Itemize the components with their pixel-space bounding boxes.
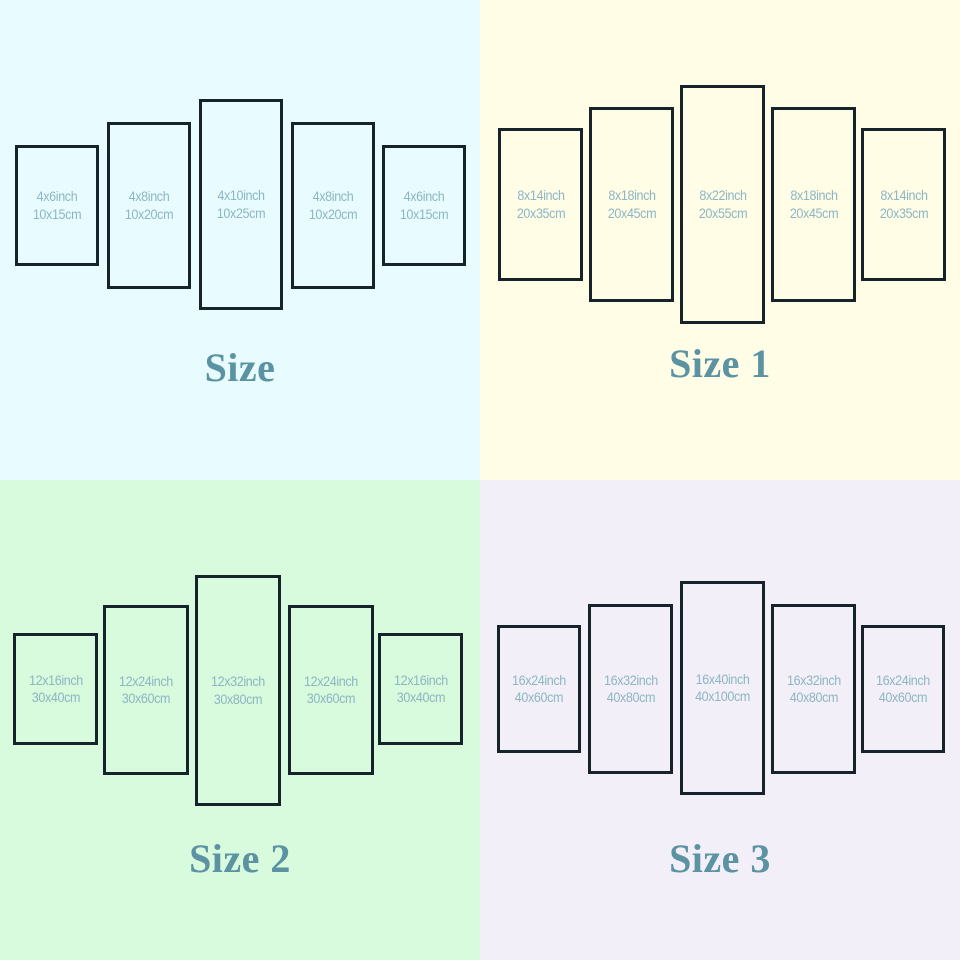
frame-size-cm: 30x60cm bbox=[121, 691, 171, 706]
frame-size-inch: 12x16inch bbox=[393, 672, 448, 688]
frame-size-cm: 10x15cm bbox=[32, 206, 82, 222]
frame-size-label: 12x16inch 30x40cm bbox=[394, 672, 448, 707]
frame-size-inch: 16x32inch bbox=[786, 672, 841, 688]
frame-size-inch: 8x18inch bbox=[607, 188, 656, 204]
frame-size-inch: 16x40inch bbox=[695, 671, 750, 687]
canvas-panel-frame[interactable]: 16x40inch 40x100cm bbox=[680, 581, 765, 795]
canvas-panel-frame[interactable]: 16x32inch 40x80cm bbox=[588, 604, 673, 774]
frame-size-cm: 40x100cm bbox=[695, 689, 750, 704]
canvas-panel-frame[interactable]: 16x24inch 40x60cm bbox=[497, 625, 581, 753]
frame-size-cm: 30x80cm bbox=[213, 691, 263, 707]
frame-size-cm: 40x60cm bbox=[878, 690, 928, 705]
frame-size-label: 12x16inch 30x40cm bbox=[29, 672, 83, 707]
frame-size-cm: 40x80cm bbox=[606, 690, 655, 705]
panel-title: Size bbox=[204, 345, 276, 390]
frame-size-inch: 4x10inch bbox=[217, 188, 265, 204]
frame-size-inch: 4x8inch bbox=[128, 189, 170, 205]
canvas-panel-frame[interactable]: 12x16inch 30x40cm bbox=[378, 633, 463, 745]
frame-size-cm: 40x80cm bbox=[789, 690, 838, 705]
canvas-panel-frame[interactable]: 12x16inch 30x40cm bbox=[13, 633, 98, 745]
frame-size-inch: 4x6inch bbox=[36, 189, 78, 205]
frame-size-cm: 10x20cm bbox=[308, 206, 358, 222]
frame-size-inch: 8x14inch bbox=[879, 188, 928, 204]
panel-title: Size 2 bbox=[189, 836, 291, 881]
frame-size-label: 12x24inch 30x60cm bbox=[304, 673, 358, 708]
frame-size-inch: 12x32inch bbox=[211, 674, 265, 690]
frame-size-cm: 20x55cm bbox=[698, 205, 747, 221]
frame-size-inch: 12x16inch bbox=[28, 672, 83, 688]
frame-size-inch: 12x24inch bbox=[119, 673, 173, 689]
frame-size-cm: 20x45cm bbox=[607, 205, 656, 221]
frame-size-inch: 4x8inch bbox=[312, 189, 354, 205]
frame-size-label: 16x24inch 40x60cm bbox=[876, 672, 930, 707]
frame-size-cm: 20x35cm bbox=[879, 205, 928, 221]
frame-size-cm: 10x20cm bbox=[124, 206, 174, 222]
frame-size-inch: 8x14inch bbox=[516, 188, 565, 204]
frame-size-cm: 20x35cm bbox=[516, 205, 565, 221]
panel-size-2[interactable]: 12x16inch 30x40cm 12x24inch 30x60cm 12x32inc… bbox=[0, 480, 480, 960]
panel-size-3[interactable]: 16x24inch 40x60cm 16x32inch 40x80cm 16x40inc… bbox=[480, 480, 960, 960]
frame-group: 16x24inch 40x60cm 16x32inch 40x80cm 16x40inc… bbox=[480, 480, 960, 960]
canvas-panel-frame[interactable]: 16x24inch 40x60cm bbox=[861, 625, 945, 753]
frame-size-label: 12x24inch 30x60cm bbox=[119, 673, 173, 708]
frame-size-cm: 40x60cm bbox=[514, 690, 564, 705]
frame-size-label: 16x32inch 40x80cm bbox=[787, 672, 841, 707]
frame-size-label: 16x40inch 40x100cm bbox=[695, 671, 750, 706]
frame-size-inch: 16x24inch bbox=[876, 672, 930, 688]
frame-size-label: 16x24inch 40x60cm bbox=[512, 672, 566, 707]
frame-size-cm: 30x40cm bbox=[396, 690, 445, 705]
panel-title: Size 3 bbox=[669, 836, 771, 881]
frame-size-cm: 30x60cm bbox=[306, 691, 356, 706]
canvas-panel-frame[interactable]: 12x24inch 30x60cm bbox=[288, 605, 374, 775]
frame-size-inch: 8x22inch bbox=[698, 188, 747, 204]
panel-title: Size 1 bbox=[669, 341, 771, 386]
frame-size-cm: 10x15cm bbox=[399, 206, 449, 222]
canvas-panel-frame[interactable]: 12x24inch 30x60cm bbox=[103, 605, 189, 775]
frame-size-inch: 12x24inch bbox=[304, 673, 358, 689]
frame-size-inch: 4x6inch bbox=[403, 189, 445, 205]
frame-size-cm: 10x25cm bbox=[216, 205, 266, 221]
frame-size-inch: 16x32inch bbox=[603, 672, 658, 688]
frame-size-label: 16x32inch 40x80cm bbox=[604, 672, 658, 707]
frame-size-cm: 30x40cm bbox=[31, 690, 80, 705]
canvas-panel-frame[interactable]: 16x32inch 40x80cm bbox=[771, 604, 856, 774]
frame-size-cm: 20x45cm bbox=[789, 205, 838, 221]
frame-size-inch: 8x18inch bbox=[789, 188, 838, 204]
frame-size-inch: 16x24inch bbox=[512, 672, 566, 688]
frame-group: 12x16inch 30x40cm 12x24inch 30x60cm 12x32inc… bbox=[0, 480, 480, 960]
